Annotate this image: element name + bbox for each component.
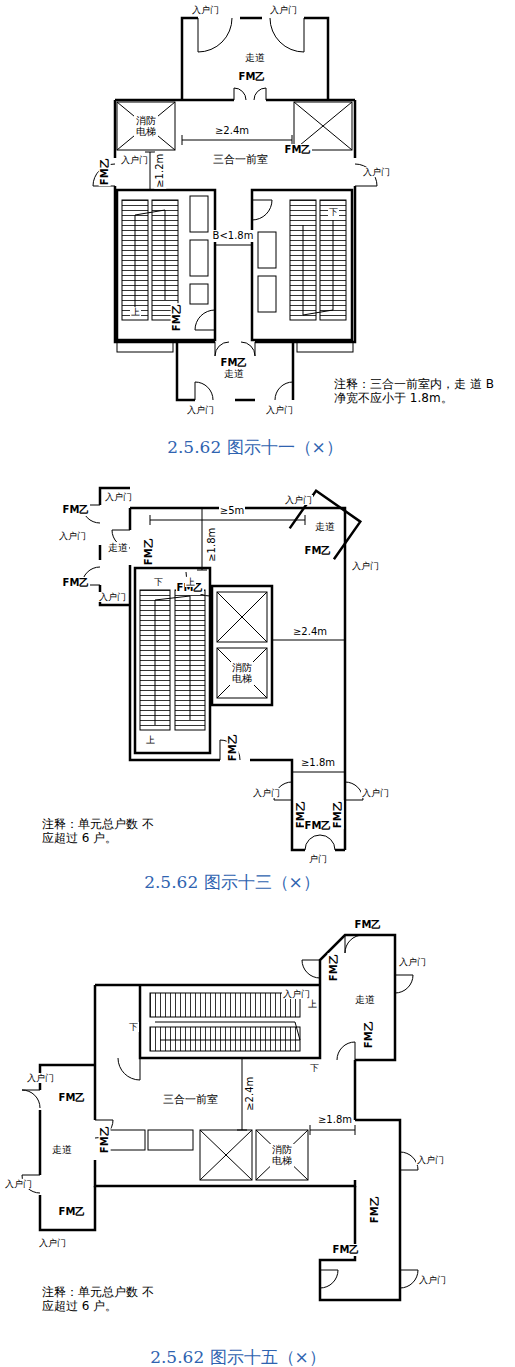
door-type-label: FM乙 <box>362 1021 374 1050</box>
door-type-label: FM乙 <box>220 357 249 369</box>
room-area: 三合一前室 <box>162 1094 219 1107</box>
door-type-label: FM乙 <box>226 734 238 763</box>
room-area: 走道 <box>107 542 129 554</box>
door-type-label: FM乙 <box>238 71 267 83</box>
door-type-label: FM乙 <box>98 1126 110 1155</box>
door-type-label: FM乙 <box>331 801 343 830</box>
door-label: 入户门 <box>26 1073 55 1083</box>
door-type-label: FM乙 <box>142 538 154 567</box>
room-area: 走道 <box>354 994 376 1006</box>
door-label: 入户门 <box>265 405 294 415</box>
figure-caption: 2.5.62 图示十一（×） <box>166 438 344 458</box>
door-label: 入户门 <box>361 788 390 798</box>
dimension-label: ≥1.8m <box>206 527 218 563</box>
room-name: 三合一前室 <box>212 154 269 167</box>
stair-direction: 下 <box>309 1063 320 1073</box>
door-type-label: FM乙 <box>170 304 182 333</box>
door-label: 入户门 <box>98 592 127 602</box>
dimension-label: ≥5m <box>219 505 245 517</box>
room-name: 走道 <box>51 1144 73 1156</box>
room-name: 走道 <box>223 368 245 380</box>
door-type-label: FM乙 <box>304 820 333 832</box>
door-label: 入户门 <box>418 1275 447 1285</box>
dimension-label: B<1.8m <box>212 230 255 242</box>
room-area: 走道 <box>314 521 336 533</box>
room-name: 消防电梯 <box>270 1144 294 1167</box>
door-type-label: FM乙 <box>327 954 339 983</box>
door-type-label: FM乙 <box>304 545 333 557</box>
door-type-label: FM乙 <box>98 158 110 187</box>
door-label: 入户门 <box>104 492 133 502</box>
plan-thirteen <box>82 488 363 850</box>
note-text: 注释：单元总户数 不应超过 6 户。 <box>41 1286 155 1314</box>
room-name: 走道 <box>314 521 336 533</box>
door-label: 入户门 <box>120 155 149 165</box>
door-type-label: FM乙 <box>332 1244 361 1256</box>
door-type-label: FM乙 <box>62 504 91 516</box>
dimension-label: ≥2.4m <box>214 125 250 137</box>
door-label: 入户门 <box>269 5 298 15</box>
door-type-label: FM乙 <box>368 1196 380 1225</box>
door-label: 户门 <box>308 854 328 864</box>
dimension-label: ≥1.8m <box>317 1114 353 1126</box>
stair-direction: 下 <box>328 207 339 217</box>
door-type-label: FM乙 <box>62 577 91 589</box>
figure-caption: 2.5.62 图示十五（×） <box>149 1348 327 1367</box>
figure-caption: 2.5.62 图示十三（×） <box>143 873 321 893</box>
dimension-label: ≥2.4m <box>292 626 328 638</box>
door-label: 入户门 <box>4 1179 33 1189</box>
room-name: 走道 <box>244 52 266 64</box>
stair-direction: 下 <box>153 577 164 587</box>
door-type-label: FM乙 <box>354 919 383 931</box>
note-text: 注释：三合一前室内，走 道 B 净宽不应小于 1.8m。 <box>333 378 507 406</box>
stair-direction: 上 <box>145 735 156 745</box>
room-area: 走道 <box>244 52 266 64</box>
stair-direction: 上 <box>130 307 141 317</box>
plan-eleven <box>93 18 377 400</box>
door-label: 入户门 <box>362 167 391 177</box>
door-label: 入户门 <box>282 989 311 999</box>
room-area: 走道 <box>223 368 245 380</box>
room-area: 走道 <box>51 1144 73 1156</box>
door-type-label: FM乙 <box>58 1206 87 1218</box>
elevator-shaft: 消防电梯 <box>134 115 158 138</box>
stair-direction: 上 <box>307 999 318 1009</box>
note-text: 注释：单元总户数 不应超过 6 户。 <box>41 818 155 846</box>
room-area: 三合一前室 <box>212 154 269 167</box>
stair-direction: 上 <box>185 577 196 587</box>
door-label: 入户门 <box>416 1155 445 1165</box>
room-name: 走道 <box>107 542 129 554</box>
dimension-label: ≥1.2m <box>154 153 166 189</box>
room-name: 走道 <box>354 994 376 1006</box>
stair-direction: 下 <box>128 1022 139 1032</box>
elevator-shaft: 消防电梯 <box>230 662 254 685</box>
dimension-label: ≥1.8m <box>300 757 336 769</box>
dimension-label: ≥2.4m <box>244 1076 256 1112</box>
door-label: 入户门 <box>351 561 380 571</box>
door-label: 入户门 <box>284 495 313 505</box>
door-label: 入户门 <box>252 788 281 798</box>
plan-fifteen <box>22 935 418 1300</box>
door-type-label: FM乙 <box>284 144 313 156</box>
room-name: 三合一前室 <box>162 1094 219 1107</box>
door-label: 入户门 <box>186 405 215 415</box>
room-name: 消防电梯 <box>230 662 254 685</box>
door-label: 入户门 <box>58 531 87 541</box>
room-name: 消防电梯 <box>134 115 158 138</box>
elevator-shaft: 消防电梯 <box>270 1144 294 1167</box>
door-label: 入户门 <box>398 957 427 967</box>
door-type-label: FM乙 <box>58 1092 87 1104</box>
door-label: 入户门 <box>38 1238 67 1248</box>
door-label: 入户门 <box>191 5 220 15</box>
